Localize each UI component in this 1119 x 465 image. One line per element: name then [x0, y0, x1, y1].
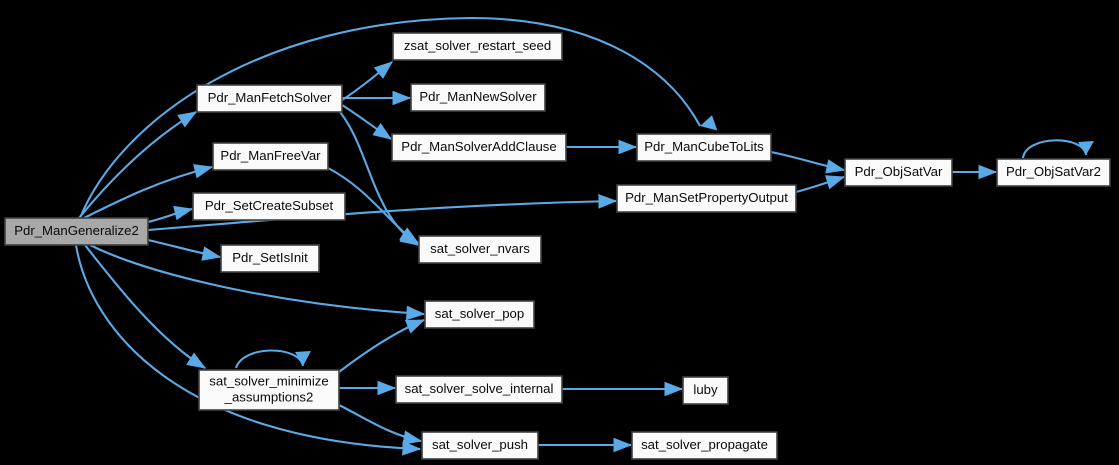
node-box-objsatvar[interactable]	[844, 158, 953, 187]
edge-objsatvar2-to-objsatvar2	[1021, 139, 1088, 159]
edge-minimize-to-pop	[338, 319, 426, 373]
node-box-freevar[interactable]	[212, 142, 329, 171]
node-cubetolits[interactable]: Pdr_ManCubeToLits	[636, 133, 772, 162]
node-box-propagate[interactable]	[631, 431, 778, 460]
edge-root-to-setproperty	[147, 194, 618, 232]
node-box-zsat_restart[interactable]	[392, 32, 563, 61]
edge-minimize-to-minimize	[234, 349, 305, 369]
node-fetchsolver[interactable]: Pdr_ManFetchSolver	[196, 84, 343, 113]
arrowhead-root-to-cubetolits	[700, 115, 718, 131]
node-pop[interactable]: sat_solver_pop	[424, 300, 535, 329]
edge-cubetolits-to-objsatvar	[770, 150, 846, 174]
arrowhead-minimize-to-minimize	[295, 351, 311, 366]
node-box-luby[interactable]	[682, 376, 729, 405]
edge-root-to-cubetolits	[79, 16, 701, 219]
node-box-pop[interactable]	[424, 300, 535, 329]
edge-setproperty-to-objsatvar	[795, 175, 846, 194]
node-box-setproperty[interactable]	[616, 184, 797, 213]
edge-minimize-to-push	[338, 404, 423, 445]
edge-root-to-freevar	[83, 164, 214, 219]
node-setisinit[interactable]: Pdr_SetIsInit	[220, 244, 320, 273]
node-freevar[interactable]: Pdr_ManFreeVar	[212, 142, 329, 171]
node-propagate[interactable]: sat_solver_propagate	[631, 431, 778, 460]
node-box-addclause[interactable]	[391, 133, 567, 162]
node-setproperty[interactable]: Pdr_ManSetPropertyOutput	[616, 184, 797, 213]
edge-root-to-minimize	[84, 244, 207, 369]
node-root[interactable]: Pdr_ManGeneralize2	[4, 217, 149, 246]
edge-root-to-pop	[89, 244, 426, 321]
node-box-minimize[interactable]	[198, 369, 340, 411]
edge-root-to-createsubset	[147, 205, 194, 224]
node-box-newsolver[interactable]	[410, 83, 546, 112]
node-createsubset[interactable]: Pdr_SetCreateSubset	[192, 192, 346, 221]
node-box-root[interactable]	[4, 217, 149, 246]
node-box-createsubset[interactable]	[192, 192, 346, 221]
node-luby[interactable]: luby	[682, 376, 729, 405]
node-box-nvars[interactable]	[418, 235, 542, 264]
edge-root-to-push	[74, 244, 422, 456]
node-box-setisinit[interactable]	[220, 244, 320, 273]
node-solveinternal[interactable]: sat_solver_solve_internal	[395, 375, 563, 404]
node-addclause[interactable]: Pdr_ManSolverAddClause	[391, 133, 567, 162]
arrowhead-objsatvar2-to-objsatvar2	[1078, 141, 1094, 155]
edge-layer	[74, 16, 1094, 456]
edge-root-to-setisinit	[147, 238, 222, 261]
node-box-solveinternal[interactable]	[395, 375, 563, 404]
node-push[interactable]: sat_solver_push	[421, 431, 539, 460]
node-newsolver[interactable]: Pdr_ManNewSolver	[410, 83, 546, 112]
node-zsat_restart[interactable]: zsat_solver_restart_seed	[392, 32, 563, 61]
node-minimize[interactable]: sat_solver_minimize_assumptions2	[198, 369, 340, 411]
edge-fetchsolver-to-nvars	[339, 111, 420, 246]
edge-fetchsolver-to-zsat_restart	[341, 61, 393, 101]
node-box-objsatvar2[interactable]	[996, 158, 1111, 187]
node-objsatvar[interactable]: Pdr_ObjSatVar	[844, 158, 953, 187]
node-nvars[interactable]: sat_solver_nvars	[418, 235, 542, 264]
node-box-push[interactable]	[421, 431, 539, 460]
node-objsatvar2[interactable]: Pdr_ObjSatVar2	[996, 158, 1111, 187]
edge-freevar-to-nvars	[327, 167, 420, 244]
node-box-fetchsolver[interactable]	[196, 84, 343, 113]
edge-root-to-fetchsolver	[78, 111, 198, 219]
node-box-cubetolits[interactable]	[636, 133, 772, 162]
edge-fetchsolver-to-addclause	[341, 104, 393, 140]
